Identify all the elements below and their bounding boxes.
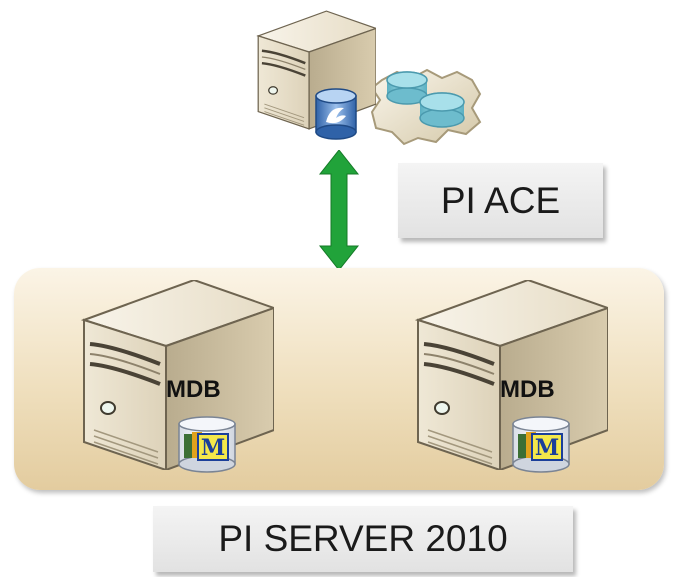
pi-server-label-text: PI SERVER 2010 [218,518,508,559]
mdb-badge-letter: M [535,435,559,461]
database-icon: M [512,416,570,473]
pi-ace-label: PI ACE [398,163,603,238]
pi-server-label: PI SERVER 2010 [153,506,573,572]
pi-server-node-2: MDB M [408,280,608,475]
pi-server-node-1: MDB M [74,280,274,475]
mdb-badge-letter: M [201,435,225,461]
database-icon: M [178,416,236,473]
mdb-label: MDB [500,376,555,403]
double-arrow-icon [318,150,360,270]
server-icon [416,280,608,470]
gear-icon [370,68,482,146]
pi-ace-node [252,10,492,150]
pi-ace-label-text: PI ACE [440,179,561,221]
mdb-label: MDB [166,376,221,403]
database-icon [315,88,357,140]
server-icon [82,280,274,470]
